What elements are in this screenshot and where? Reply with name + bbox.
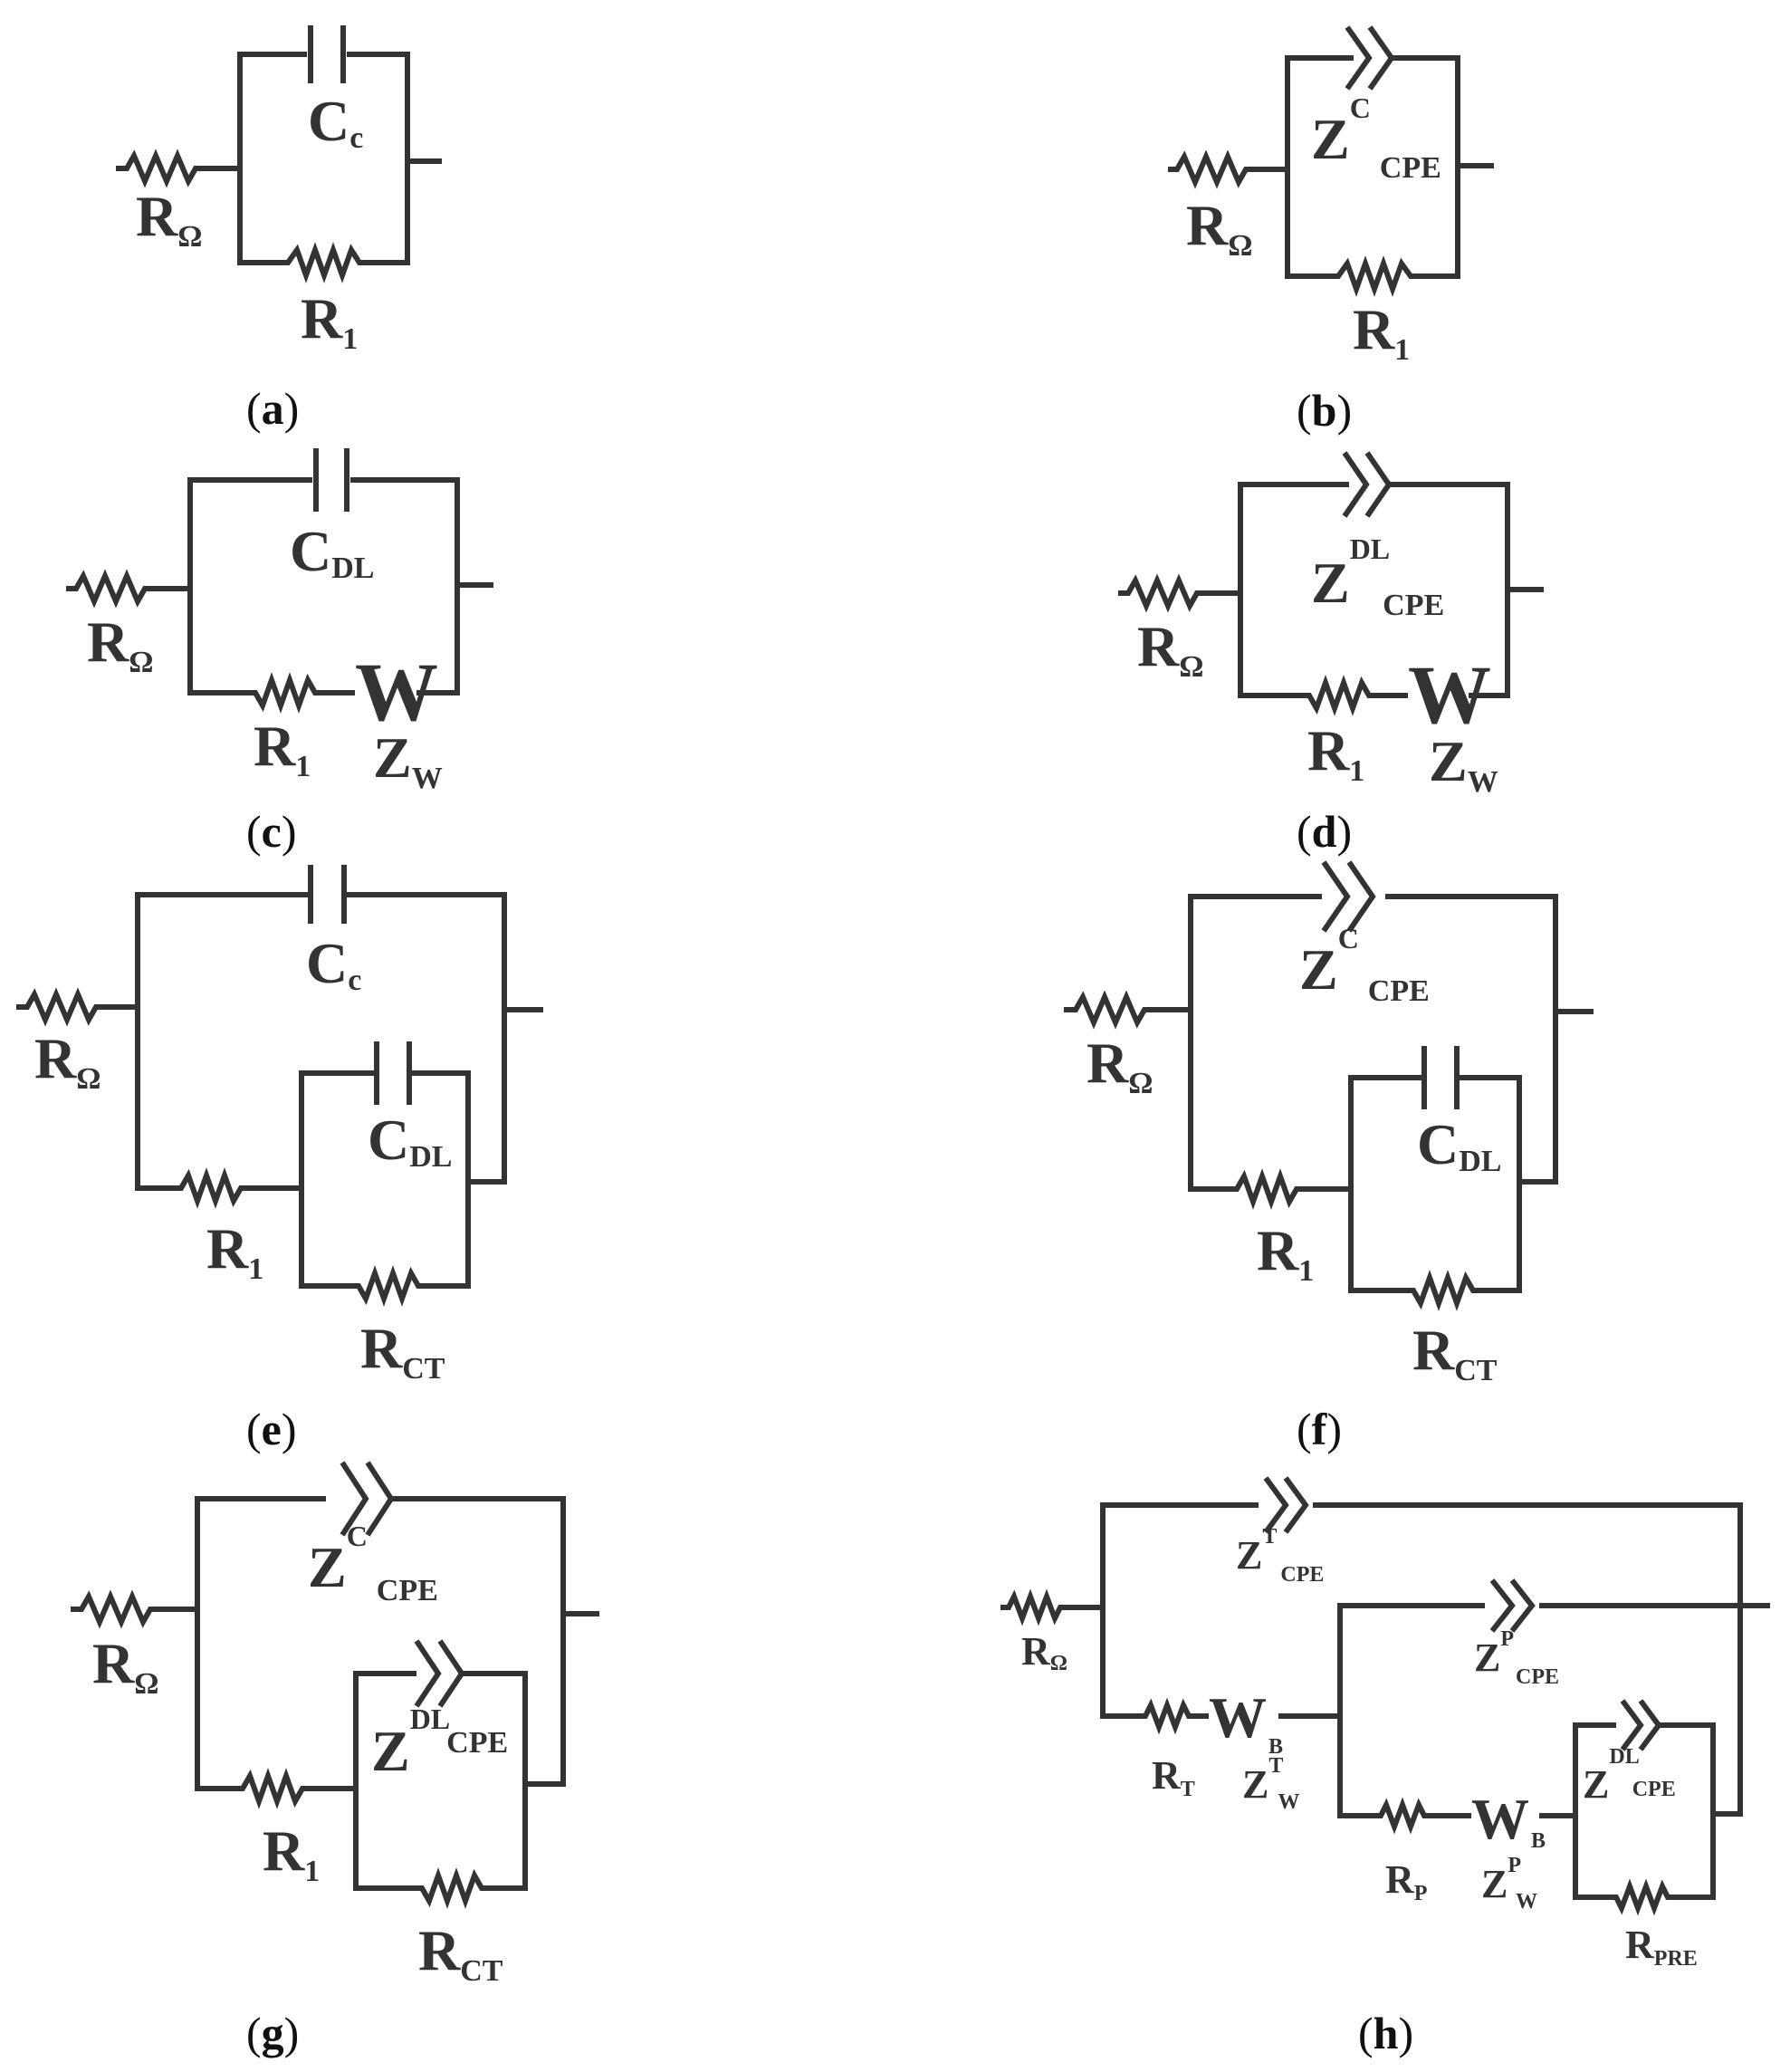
- cap-label: Cc: [306, 931, 361, 997]
- r-omega-resistor: [66, 569, 190, 609]
- capacitor-symbol: [313, 448, 349, 512]
- zp-label: ZPCPE: [1474, 1627, 1559, 1689]
- warburg-symbol: W: [355, 646, 438, 738]
- r-omega-label: RΩ: [1021, 1629, 1067, 1675]
- r-omega-label: RΩ: [1137, 614, 1203, 684]
- outer-loop-wire: [1100, 1502, 1743, 1817]
- r-omega-resistor: [71, 1589, 197, 1629]
- rct-label: RCT: [1412, 1318, 1498, 1387]
- r-omega-label: RΩ: [1186, 193, 1252, 263]
- r1-label: R1: [263, 1818, 320, 1888]
- r-omega-resistor: [16, 987, 138, 1027]
- r-omega-resistor: [1064, 990, 1191, 1030]
- r-omega-label: RΩ: [34, 1026, 101, 1096]
- capacitor-symbol: [308, 865, 347, 924]
- panel-a: Cc RΩ R1 (a): [116, 25, 442, 434]
- rpre-label: RPRE: [1625, 1923, 1698, 1971]
- lower-branch-wire: [135, 1007, 302, 1209]
- rct-label: RCT: [360, 1316, 445, 1386]
- r-omega-resistor: [116, 149, 240, 188]
- caption-f: (f): [1297, 1404, 1342, 1454]
- lower-branch-wire: [1188, 1010, 1351, 1210]
- inner-loop-wire: [299, 1070, 471, 1307]
- outer-loop-wire: [135, 892, 543, 1185]
- lower-branch-wire: [195, 1609, 356, 1809]
- rc-loop-wire: [237, 52, 410, 283]
- cap-dl-label: CDL: [368, 1108, 452, 1174]
- rct-label: RCT: [418, 1918, 503, 1988]
- capacitor-dl-symbol: [374, 1041, 412, 1105]
- cpe-loop-wire: [1285, 55, 1460, 297]
- r-omega-label: RΩ: [1086, 1031, 1153, 1100]
- inner-loop-wire: [353, 1671, 528, 1909]
- z-label: ZCCPE: [1299, 922, 1430, 1008]
- cpe-symbol: [1321, 860, 1376, 933]
- outer-loop-wire: [195, 1496, 599, 1787]
- r1-label: R1: [301, 286, 358, 356]
- panel-c: W CDL RΩ R1 ZW (c): [66, 448, 493, 857]
- t-branch-wire: [1100, 1607, 1340, 1735]
- caption-h: (h): [1358, 2008, 1413, 2058]
- r-omega-resistor: [1118, 573, 1240, 613]
- r1-label: R1: [254, 714, 311, 783]
- r1-label: R1: [1307, 718, 1364, 788]
- z-label: ZCCPE: [308, 1520, 438, 1607]
- r-omega-label: RΩ: [92, 1631, 158, 1701]
- caption-a: (a): [246, 383, 299, 434]
- cap-label: Cc: [308, 89, 363, 155]
- panel-f: ZCCPE CDL RΩ R1 RCT (f): [1064, 860, 1594, 1454]
- warburg-b2-symbol: WB: [1471, 1787, 1546, 1853]
- panel-e: Cc CDL RΩ R1 RCT (e): [16, 865, 543, 1454]
- r-omega-label: RΩ: [87, 609, 153, 679]
- inner-loop-wire: [1348, 1075, 1522, 1311]
- zt-label: ZTCPE: [1236, 1525, 1324, 1587]
- caption-e: (e): [246, 1404, 297, 1454]
- cpe-dl-symbol: [1620, 1699, 1662, 1751]
- cap-dl-label: CDL: [1417, 1112, 1501, 1178]
- rp-label: RP: [1385, 1857, 1427, 1905]
- caption-b: (b): [1297, 385, 1352, 436]
- cpe-t-symbol: [1263, 1476, 1309, 1534]
- cpe-symbol: [1342, 451, 1393, 518]
- warburg-symbol: W: [1408, 648, 1491, 741]
- p-upper-wire: [1337, 1603, 1770, 1716]
- z-label: ZCCPE: [1311, 91, 1441, 185]
- cpe-symbol: [340, 1461, 395, 1537]
- outer-loop-wire: [1188, 894, 1594, 1185]
- r-omega-resistor: [1168, 149, 1287, 189]
- caption-c: (c): [246, 806, 297, 857]
- cpe-dl-symbol: [414, 1639, 465, 1708]
- zw-label: ZW: [373, 725, 443, 795]
- p-branch-wire: [1337, 1716, 1575, 1835]
- r-omega-label: RΩ: [136, 184, 202, 254]
- caption-g: (g): [246, 2008, 299, 2058]
- capacitor-symbol: [308, 25, 346, 83]
- cpe-symbol: [1345, 25, 1395, 91]
- caption-d: (d): [1297, 806, 1352, 857]
- zw-label: ZW: [1429, 729, 1498, 799]
- cpe-p-symbol: [1489, 1578, 1536, 1633]
- warburg-b1-symbol: WB: [1209, 1685, 1283, 1759]
- rt-label: RT: [1152, 1753, 1195, 1801]
- r-omega-resistor: [1000, 1588, 1103, 1626]
- dl-loop-wire: [1573, 1722, 1716, 1916]
- panel-b: ZCCPE RΩ R1 (b): [1168, 25, 1494, 436]
- r1-label: R1: [1257, 1218, 1314, 1288]
- r1-label: R1: [1353, 297, 1410, 367]
- cap-label: CDL: [290, 519, 374, 585]
- r1-label: R1: [206, 1216, 263, 1286]
- capacitor-dl-symbol: [1421, 1046, 1460, 1109]
